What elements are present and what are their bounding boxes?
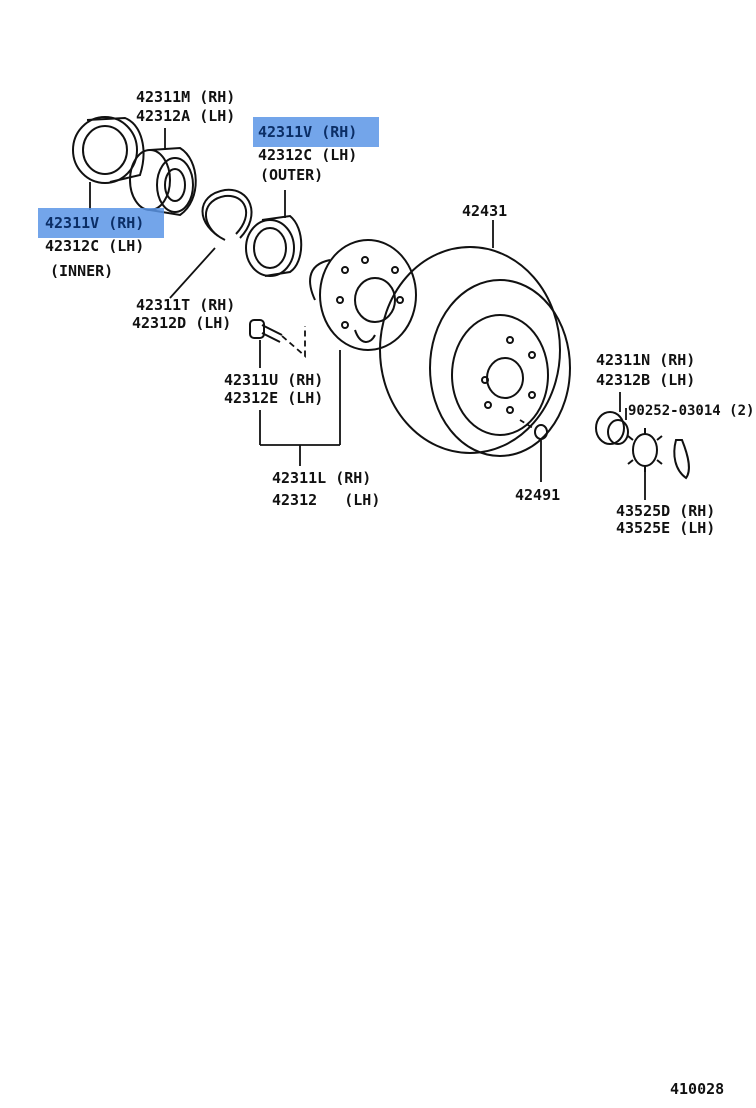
label-43525d: 43525D (RH) xyxy=(616,502,716,520)
label-42491: 42491 xyxy=(515,486,561,504)
label-42312c-outer: 42312C (LH) xyxy=(258,146,358,164)
nut-lock-cap-part xyxy=(627,428,663,472)
outer-bearing-race-part xyxy=(245,214,303,277)
label-42311t: 42311T (RH) xyxy=(136,296,236,314)
label-42312c-inner: 42312C (LH) xyxy=(45,237,145,255)
inner-bearing-race-part xyxy=(72,116,145,184)
label-42311n: 42311N (RH) xyxy=(596,351,696,369)
lock-nut-part xyxy=(595,411,629,445)
label-42312a: 42312A (LH) xyxy=(136,107,236,125)
label-inner-note: (INNER) xyxy=(50,262,114,280)
label-42312e: 42312E (LH) xyxy=(224,389,324,407)
label-outer-note: (OUTER) xyxy=(260,166,324,184)
highlight-inner-42311v xyxy=(38,208,164,238)
label-42311m: 42311M (RH) xyxy=(136,88,236,106)
axle-hub-part xyxy=(309,239,417,351)
rotor-screw-part xyxy=(534,424,548,440)
label-42312d: 42312D (LH) xyxy=(132,314,232,332)
label-42311l: 42311L (RH) xyxy=(272,469,372,487)
snap-ring-part xyxy=(201,188,253,241)
label-42311u: 42311U (RH) xyxy=(224,371,324,389)
hub-bolt-part xyxy=(249,319,283,343)
label-42431: 42431 xyxy=(462,202,508,220)
disc-rotor-part xyxy=(379,246,571,457)
label-42312: 42312 (LH) xyxy=(272,491,381,509)
label-90252: 90252-03014 (2) xyxy=(628,403,755,419)
label-42312b: 42312B (LH) xyxy=(596,371,696,389)
cotter-pin-part xyxy=(673,439,690,480)
hub-bearing-part xyxy=(129,146,197,217)
leader-lines xyxy=(89,128,646,500)
highlight-outer-42311v xyxy=(253,117,379,147)
label-42311v-outer[interactable]: 42311V (RH) xyxy=(258,123,358,141)
diagram-number: 410028 xyxy=(670,1080,725,1098)
label-43525e: 43525E (LH) xyxy=(616,519,716,537)
label-42311v-inner[interactable]: 42311V (RH) xyxy=(45,214,145,232)
